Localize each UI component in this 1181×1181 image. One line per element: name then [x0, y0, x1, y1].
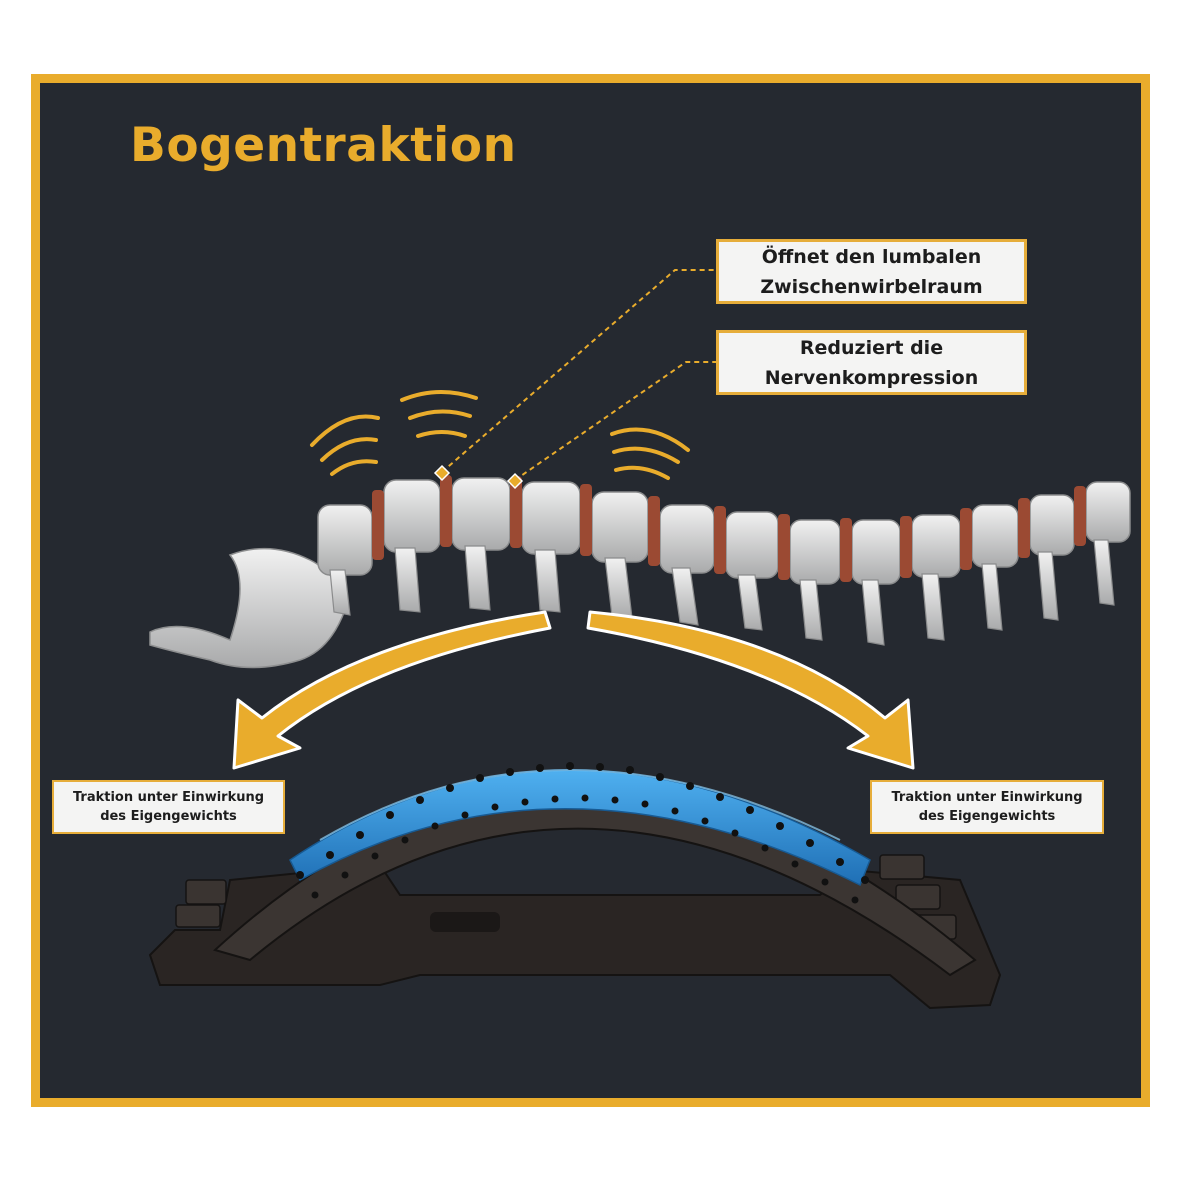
side-label-left: Traktion unter Einwirkung des Eigengewic…: [52, 780, 285, 834]
vibration-waves-icon: [310, 389, 690, 480]
back-stretcher-device: [148, 762, 1002, 1010]
side-label-line: Traktion unter Einwirkung: [72, 790, 265, 805]
side-label-line: des Eigengewichts: [100, 809, 237, 824]
callout-line: Öffnet den lumbalen: [761, 245, 982, 268]
spine-illustration: [149, 464, 1131, 669]
callout-reduce-nerve-compression: Reduziert die Nervenkompression: [716, 330, 1027, 395]
curved-arrow-left-icon: [232, 610, 552, 770]
callout-open-lumbar-space: Öffnet den lumbalen Zwischenwirbelraum: [716, 239, 1027, 304]
side-label-line: Traktion unter Einwirkung: [891, 790, 1083, 805]
side-label-line: des Eigengewichts: [918, 809, 1056, 824]
side-label-right: Traktion unter Einwirkung des Eigengewic…: [870, 780, 1104, 834]
callout-line: Zwischenwirbelraum: [760, 275, 983, 298]
callout-line: Nervenkompression: [764, 366, 979, 389]
page-title: Bogentraktion: [130, 118, 517, 173]
callout-line: Reduziert die: [799, 336, 944, 359]
callout-leaders: [441, 269, 716, 481]
curved-arrow-right-icon: [586, 610, 915, 770]
